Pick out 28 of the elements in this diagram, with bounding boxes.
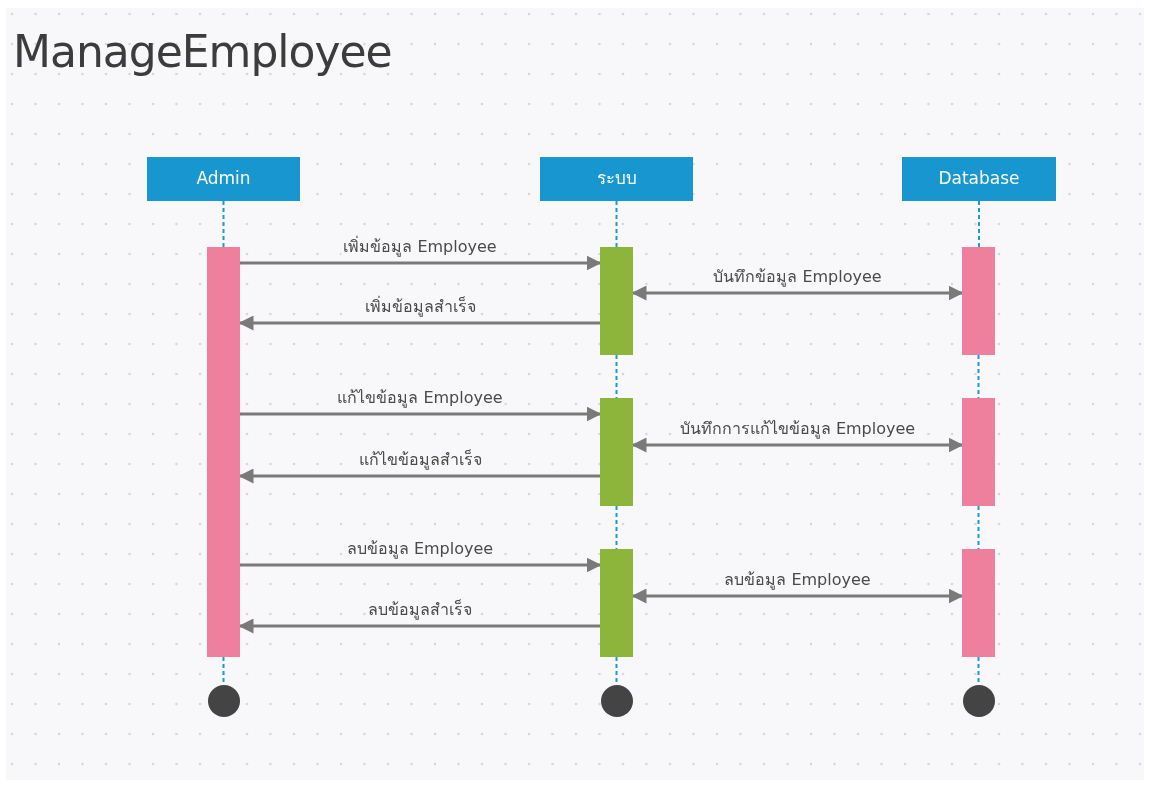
edge-label: บันทึกข้อมูล Employee [711,267,884,287]
participant-box: Database [902,157,1056,201]
lifeline [222,200,225,248]
edge-label: บันทึกการแก้ไขข้อมูล Employee [677,419,918,439]
lifeline [615,200,618,248]
message-arrow [240,557,602,573]
edge-label: ลบข้อมูลสำเร็จ [366,600,474,620]
lifeline [977,505,980,550]
activation-bar [600,247,633,355]
message-arrow [240,406,602,422]
participant-box: ระบบ [540,157,693,201]
lifeline [615,505,618,550]
diagram-title: ManageEmployee [13,30,392,74]
edge-label: เพิ่มข้อมูลสำเร็จ [362,297,478,317]
edge-label: เพิ่มข้อมูล Employee [341,237,499,257]
activation-bar [962,247,995,355]
lifeline [615,354,618,399]
activation-bar [962,398,995,506]
edge-label: ลบข้อมูล Employee [722,570,873,590]
participant-box: Admin [147,157,300,201]
edge-label: แก้ไขข้อมูล Employee [335,388,505,408]
lifeline [978,200,980,248]
activation-bar [600,398,633,506]
message-arrow [240,255,602,271]
activation-bar [600,549,633,657]
activation-bar [962,549,995,657]
lifeline [977,354,980,399]
activation-bar [207,247,240,657]
